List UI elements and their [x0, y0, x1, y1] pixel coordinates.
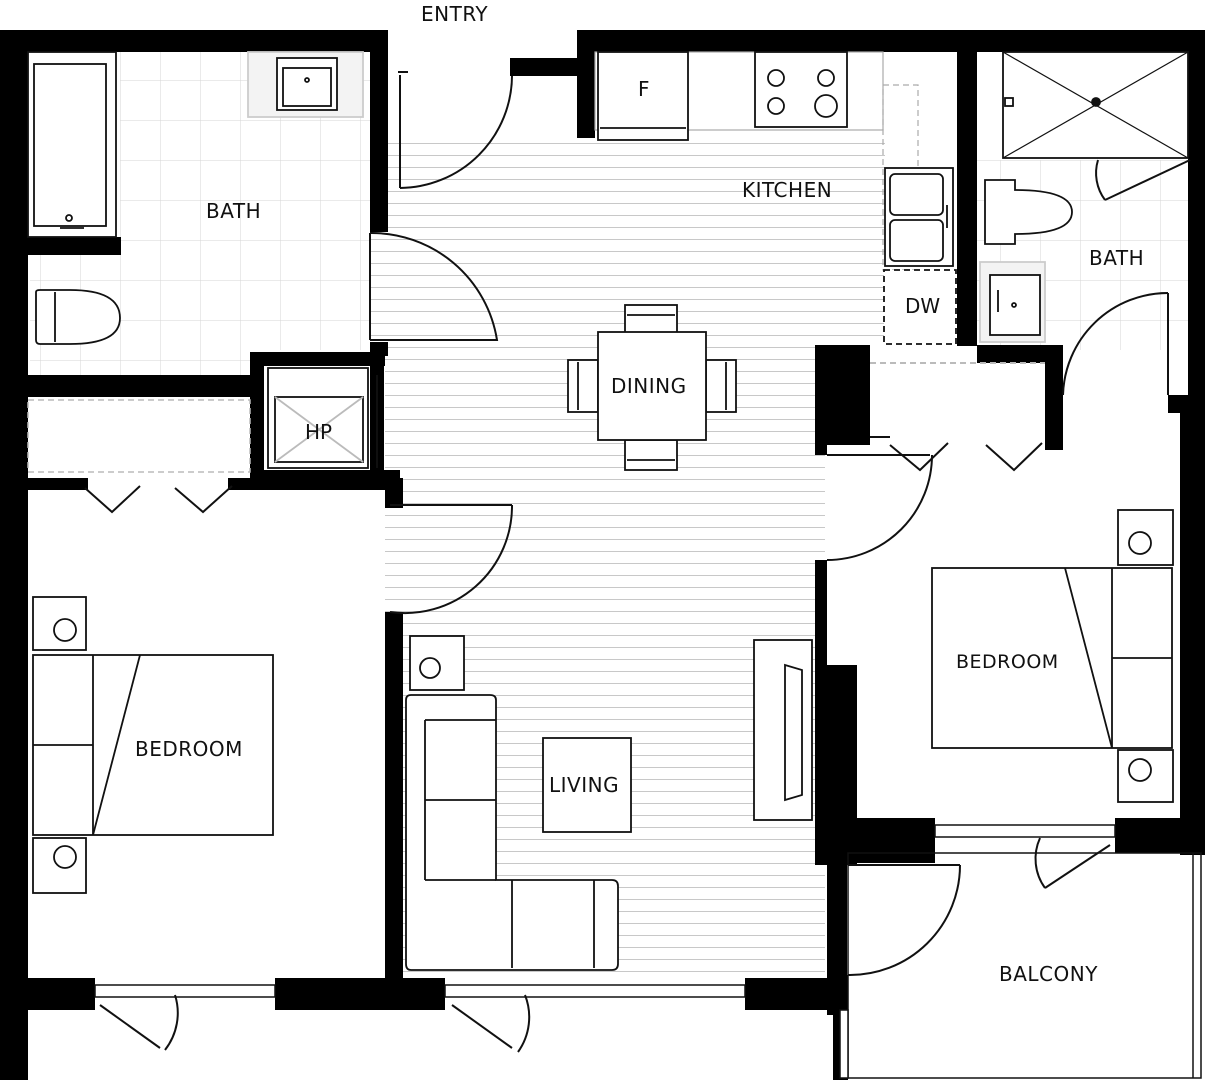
- hp-closet: [267, 367, 378, 469]
- dishwasher-label: DW: [905, 294, 941, 318]
- toilet: [35, 289, 121, 345]
- entry-label: ENTRY: [421, 2, 489, 26]
- dining-furniture: [567, 304, 737, 471]
- toilet-right: [984, 179, 1073, 245]
- bedroom-right-furniture: [931, 509, 1174, 803]
- living-furniture: [405, 635, 813, 971]
- balcony-label: BALCONY: [999, 962, 1098, 986]
- main-floor-planks-3: [370, 230, 390, 340]
- kitchen-label: KITCHEN: [742, 178, 833, 202]
- doors: [99, 71, 1191, 1053]
- fridge: [597, 51, 689, 141]
- living-label: LIVING: [549, 773, 620, 797]
- bedroom-left-furniture: [32, 596, 274, 894]
- bedroom-right-label: BEDROOM: [956, 651, 1059, 673]
- bath-left-label: BATH: [206, 199, 262, 223]
- walls: [0, 30, 1205, 1080]
- dining-label: DINING: [611, 374, 687, 398]
- closet-doors: [84, 362, 1045, 514]
- dining-table: [597, 331, 707, 441]
- windows: [27, 399, 1116, 998]
- bath-left-fixtures: [27, 51, 364, 345]
- sofa: [405, 694, 619, 971]
- tv: [784, 663, 803, 802]
- bath-right-label: BATH: [1089, 246, 1145, 270]
- hp-label: HP: [305, 420, 333, 444]
- tv-console: [753, 639, 813, 821]
- bath-right-fixtures: [979, 51, 1189, 343]
- range: [754, 51, 848, 128]
- fridge-label: F: [638, 77, 650, 101]
- bedroom-left-label: BEDROOM: [135, 737, 243, 761]
- kitchen-fixtures: [594, 51, 957, 345]
- balcony: [839, 852, 1202, 1079]
- coffee-table: [542, 737, 632, 833]
- dishwasher: [883, 269, 957, 345]
